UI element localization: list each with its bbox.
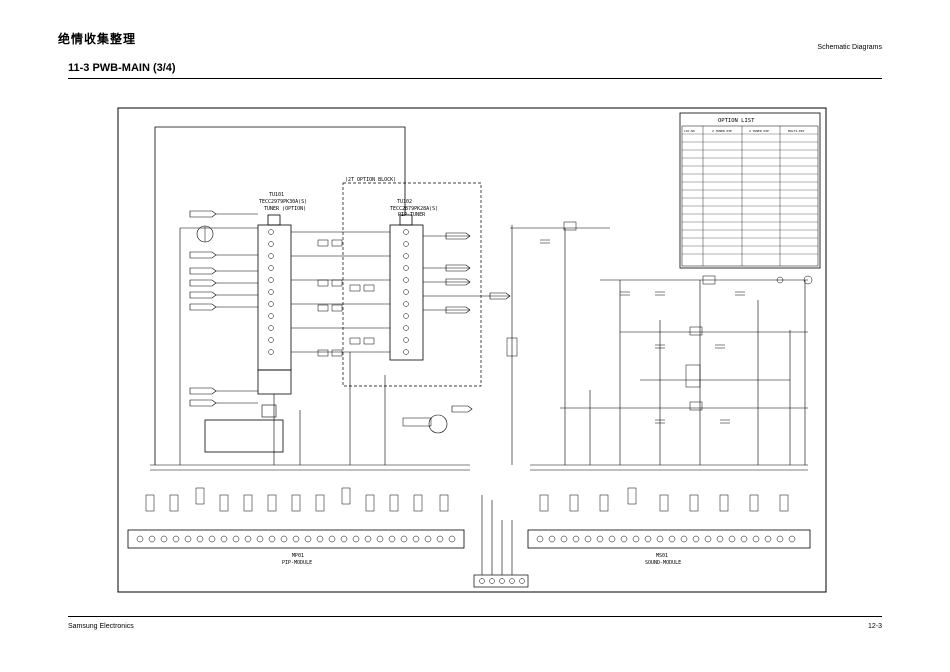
center-small-connector xyxy=(473,574,529,588)
tuner-tu101-desc: TUNER (OPTION) xyxy=(264,206,306,212)
option-col-2tuner-a: 2 TUNER PIP xyxy=(712,129,732,133)
tuner-tu102-part: TECC2879PK28A(S) xyxy=(390,206,438,212)
vertical-bus-wires xyxy=(273,225,806,465)
option-col-multipip: MULTI-PIP xyxy=(788,129,804,133)
center-wires xyxy=(291,231,510,353)
left-signal-ports xyxy=(189,210,217,407)
ic-block-lower-left xyxy=(204,419,284,453)
header-divider xyxy=(68,78,882,79)
pip-module-desc: PIP-MODULE xyxy=(282,560,312,566)
left-signal-wires xyxy=(179,213,258,465)
bottom-resistors-pip xyxy=(145,487,449,512)
tuner-tu102-body xyxy=(389,224,424,361)
tuner-tu101-body xyxy=(257,224,292,371)
footer-company: Samsung Electronics xyxy=(68,623,134,630)
transistor-center xyxy=(428,414,448,434)
sound-module-pins xyxy=(536,535,796,543)
option-col-loc: LOC.NO xyxy=(684,129,695,133)
sound-module-desc: SOUND-MODULE xyxy=(645,560,681,566)
pip-tuner-output-tags xyxy=(445,232,511,314)
right-section-capacitors xyxy=(540,239,745,424)
right-section-wires xyxy=(510,227,808,409)
tuner-tu102-ref: TU102 xyxy=(397,199,412,205)
tuner-tu101-pins xyxy=(268,229,274,355)
pip-module-ref: MP01 xyxy=(292,553,304,559)
tuner-tu101-part: TECC2979PK30A(S) xyxy=(259,199,307,205)
page-title: 11-3 PWB-MAIN (3/4) xyxy=(68,62,176,74)
sound-module-ref: MS01 xyxy=(656,553,668,559)
option-list-table: OPTION LIST LOC.NO 2 TUNER PIP 2 TUNER P… xyxy=(679,112,821,269)
schematic-frame xyxy=(117,107,827,593)
pip-module-pins xyxy=(136,535,456,543)
option-list-title: OPTION LIST xyxy=(718,118,755,124)
tuner-tu101-ref: TU101 xyxy=(269,192,284,198)
bottom-resistors-sound xyxy=(539,487,789,512)
bottom-bus-lines xyxy=(150,464,808,471)
watermark-text: 绝情收集整理 xyxy=(58,32,137,46)
tuner-tu102-pins xyxy=(403,229,409,355)
section-label: Schematic Diagrams xyxy=(817,44,882,51)
footer-divider xyxy=(68,616,882,617)
option-block-label: (2T OPTION BLOCK) xyxy=(345,177,396,183)
right-section-components xyxy=(506,221,813,411)
tuner-tu102-desc: PIP-TUNER xyxy=(398,212,426,218)
sound-module-connector xyxy=(527,529,811,549)
option-block-dashed xyxy=(342,182,482,387)
passive-components-center xyxy=(317,239,375,357)
pip-module-connector xyxy=(127,529,465,549)
footer-page-number: 12-3 xyxy=(867,623,882,630)
option-col-2tuner-b: 2 TUNER PIP xyxy=(749,129,769,133)
